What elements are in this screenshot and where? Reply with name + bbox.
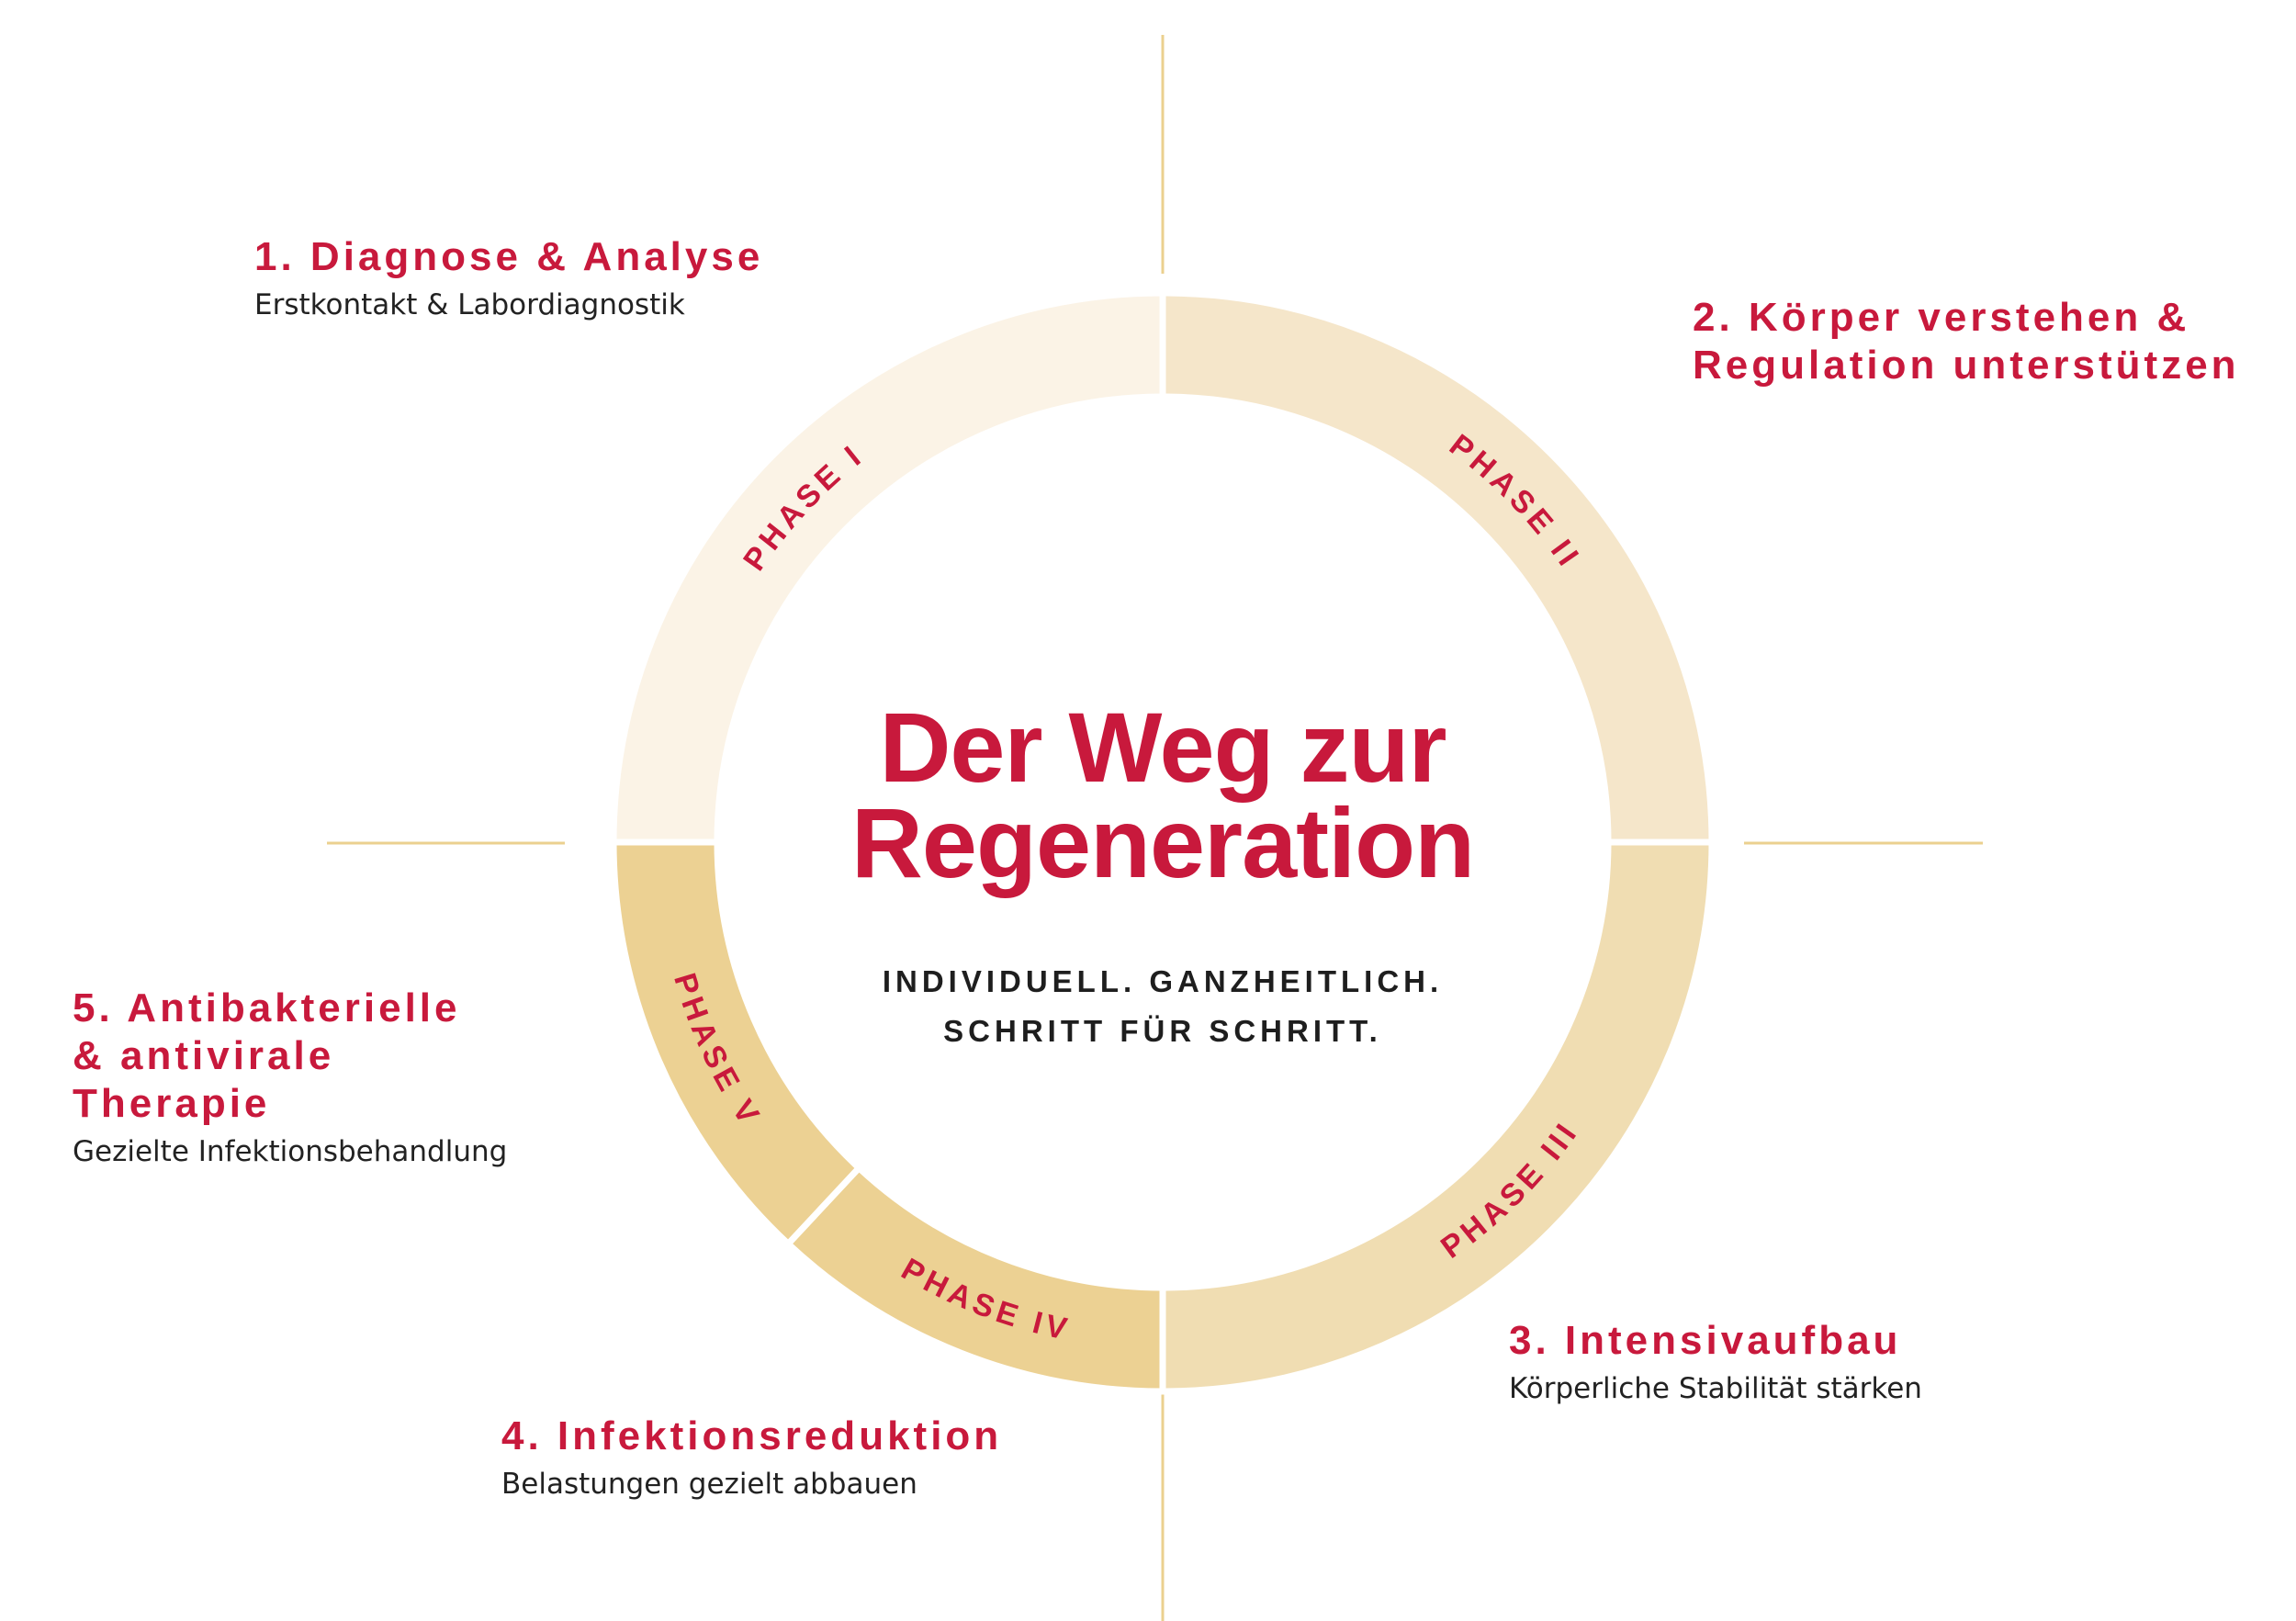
step-title-line-2: & antivirale bbox=[73, 1033, 335, 1078]
step-title-line-1: 5. Antibakterielle bbox=[73, 985, 461, 1030]
phase-segment-3 bbox=[1159, 839, 1716, 1395]
phase-segment-5 bbox=[610, 839, 864, 1249]
tagline-line-2: SCHRITT FÜR SCHRITT. bbox=[943, 1014, 1382, 1048]
tagline-line-1: INDIVIDUELL. GANZHEITLICH. bbox=[882, 964, 1444, 998]
step-5: 5. Antibakterielle & antivirale Therapie… bbox=[73, 985, 507, 1172]
step-1: 1. Diagnose & Analyse Erstkontakt & Labo… bbox=[254, 233, 763, 325]
step-title: 1. Diagnose & Analyse bbox=[254, 234, 764, 279]
phase-segment-2 bbox=[1159, 289, 1716, 846]
title-line-2: Regeneration bbox=[850, 787, 1475, 898]
step-subtitle: Erstkontakt & Labordiagnostik bbox=[254, 288, 685, 321]
step-subtitle: Belastungen gezielt abbauen bbox=[501, 1468, 917, 1501]
step-title-line-3: Therapie bbox=[73, 1081, 271, 1126]
step-subtitle: Körperliche Stabilität stärken bbox=[1509, 1372, 1922, 1405]
step-title: 4. Infektionsreduktion bbox=[501, 1413, 1003, 1458]
title-line-1: Der Weg zur bbox=[879, 692, 1446, 803]
phase-segment-1 bbox=[610, 289, 1166, 846]
step-2: 2. Körper verstehen & Regulation unterst… bbox=[1693, 294, 2240, 389]
step-3: 3. Intensivaufbau Körperliche Stabilität… bbox=[1509, 1317, 1922, 1409]
phase-segment-4 bbox=[783, 1163, 1166, 1395]
step-4: 4. Infektionsreduktion Belastungen gezie… bbox=[501, 1413, 1002, 1504]
step-title-line-2: Regulation unterstützen bbox=[1693, 343, 2240, 388]
divider-lines bbox=[327, 35, 1983, 1621]
center-heading: Der Weg zur Regeneration INDIVIDUELL. GA… bbox=[795, 692, 1530, 1056]
step-title: 3. Intensivaufbau bbox=[1509, 1318, 1902, 1363]
step-subtitle: Gezielte Infektionsbehandlung bbox=[73, 1135, 508, 1168]
step-title-line-1: 2. Körper verstehen & bbox=[1693, 295, 2190, 340]
